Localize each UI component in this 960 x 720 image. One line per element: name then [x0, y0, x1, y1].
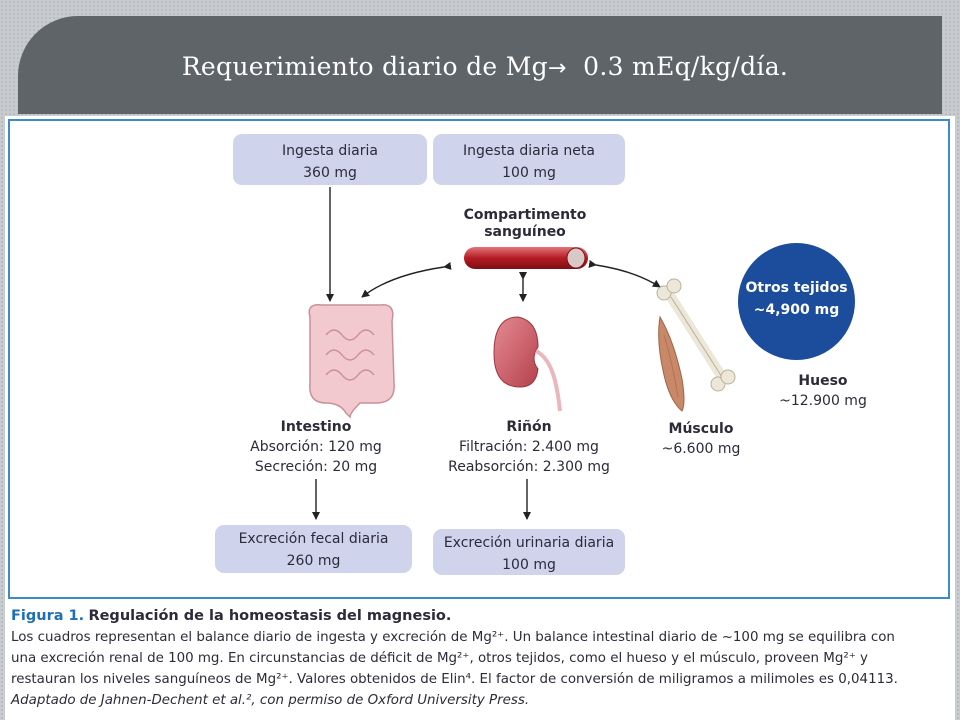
intake-label: Ingesta diaria — [282, 143, 378, 159]
caption-line-2: una excreción renal de 100 mg. En circun… — [11, 651, 868, 666]
slide-title: Requerimiento diario de Mg→ 0.3 mEq/kg/d… — [0, 52, 960, 81]
caption-heading-line: Figura 1. Regulación de la homeostasis d… — [11, 606, 956, 627]
diagram-graphics — [308, 187, 736, 520]
caption-line-4: Adaptado de Jahnen-Dechent et al.², con … — [11, 693, 530, 708]
figure: Ingesta diaria 360 mg Ingesta diaria net… — [5, 116, 955, 720]
intake-value: 360 mg — [303, 165, 357, 181]
arrow-icon: → — [547, 56, 567, 81]
blood-vessel-icon — [464, 247, 588, 269]
kidney-reabsorption: Reabsorción: 2.300 mg — [448, 459, 610, 475]
intestine-absorption: Absorción: 120 mg — [250, 439, 382, 455]
intestine-title: Intestino — [280, 419, 352, 435]
urinary-excretion-box: Excreción urinaria diaria 100 mg — [433, 529, 625, 575]
other-tissues-label: Otros tejidos — [745, 280, 848, 296]
urinary-value: 100 mg — [502, 557, 556, 573]
intake-box: Ingesta diaria 360 mg — [233, 134, 427, 185]
muscle-label: Músculo ~6.600 mg — [646, 419, 756, 459]
muscle-value: ~6.600 mg — [661, 441, 741, 457]
urinary-label: Excreción urinaria diaria — [443, 535, 615, 551]
fecal-value: 260 mg — [286, 553, 341, 569]
net-intake-value: 100 mg — [502, 165, 556, 181]
muscle-icon — [658, 315, 685, 412]
diagram-frame: Ingesta diaria 360 mg Ingesta diaria net… — [8, 119, 950, 599]
net-intake-label: Ingesta diaria neta — [463, 143, 595, 159]
title-suffix: 0.3 mEq/kg/día. — [583, 52, 789, 81]
fecal-excretion-box: Excreción fecal diaria 260 mg — [215, 525, 412, 573]
bone-icon — [656, 278, 736, 392]
intestine-secretion: Secreción: 20 mg — [254, 459, 378, 475]
arrow-blood-intestine — [361, 262, 452, 298]
blood-line2: sanguíneo — [484, 224, 566, 240]
kidney-filtration: Filtración: 2.400 mg — [459, 439, 599, 455]
arrow-blood-bone — [588, 259, 661, 288]
muscle-title: Músculo — [668, 421, 734, 437]
other-tissues-value: ~4,900 mg — [753, 302, 840, 318]
caption-line-3: restauran los niveles sanguíneos de Mg²⁺… — [11, 672, 898, 687]
net-intake-box: Ingesta diaria neta 100 mg — [433, 134, 625, 185]
bone-label: Hueso ~12.900 mg — [768, 371, 878, 411]
caption-label: Figura 1. — [11, 608, 85, 624]
title-bar — [18, 16, 942, 114]
intestine-icon — [308, 304, 395, 419]
fecal-label: Excreción fecal diaria — [238, 531, 389, 547]
figure-caption: Figura 1. Regulación de la homeostasis d… — [11, 606, 956, 711]
kidney-label: Riñón Filtración: 2.400 mg Reabsorción: … — [434, 417, 624, 477]
bone-title: Hueso — [798, 373, 848, 389]
caption-heading: Regulación de la homeostasis del magnesi… — [88, 608, 452, 624]
bone-value: ~12.900 mg — [779, 393, 867, 409]
kidney-icon — [493, 316, 562, 412]
blood-line1: Compartimento — [463, 207, 587, 223]
intestine-label: Intestino Absorción: 120 mg Secreción: 2… — [236, 417, 396, 477]
other-tissues-circle: Otros tejidos ~4,900 mg — [738, 243, 855, 360]
caption-line-1: Los cuadros representan el balance diari… — [11, 630, 895, 645]
title-prefix: Requerimiento diario de Mg — [181, 52, 548, 81]
kidney-title: Riñón — [506, 419, 552, 435]
blood-compartment-label: Compartimento sanguíneo — [440, 205, 610, 242]
